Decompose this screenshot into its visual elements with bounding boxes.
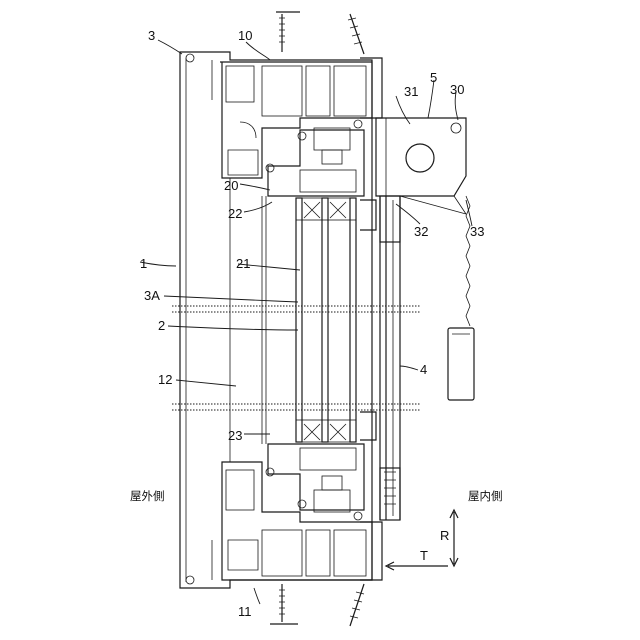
- leader-lines: [140, 40, 472, 604]
- lower-frame-profile: [222, 462, 382, 626]
- label-12: 12: [158, 372, 172, 387]
- label-23: 23: [228, 428, 242, 443]
- label-32: 32: [414, 224, 428, 239]
- upper-sash: [266, 120, 364, 196]
- glass-unit: [296, 198, 376, 442]
- label-2: 2: [158, 318, 165, 333]
- lower-sash: [266, 444, 364, 520]
- indoor-side-label: 屋内側: [468, 489, 503, 503]
- outer-frame: [180, 52, 372, 588]
- label-20: 20: [224, 178, 238, 193]
- label-3: 3: [148, 28, 155, 43]
- blind-head-box: [376, 118, 466, 214]
- label-1: 1: [140, 256, 147, 271]
- label-T: T: [420, 548, 428, 563]
- label-4: 4: [420, 362, 427, 377]
- label-33: 33: [470, 224, 484, 239]
- outdoor-side-label: 屋外側: [130, 489, 165, 503]
- label-10: 10: [238, 28, 252, 43]
- label-21: 21: [236, 256, 250, 271]
- blind-slats: [380, 196, 400, 520]
- label-3A: 3A: [144, 288, 160, 303]
- label-22: 22: [228, 206, 242, 221]
- label-11: 11: [238, 604, 252, 619]
- label-31: 31: [404, 84, 418, 99]
- label-30: 30: [450, 82, 464, 97]
- label-R: R: [440, 528, 449, 543]
- label-5: 5: [430, 70, 437, 85]
